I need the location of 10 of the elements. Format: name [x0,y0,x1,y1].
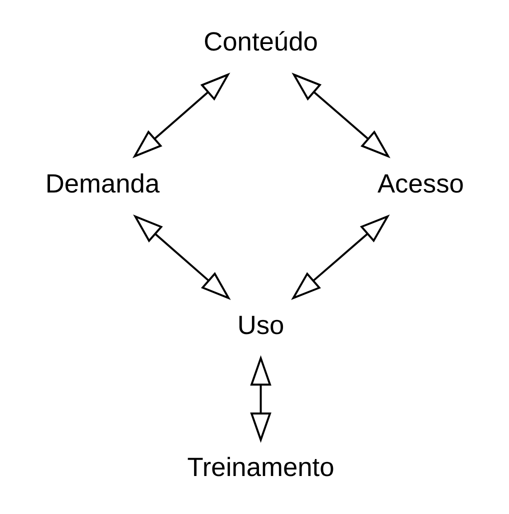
node-text: Uso [236,310,284,340]
node-text: Treinamento [186,452,334,482]
node-text: Acesso [376,168,464,198]
node-text: Conteúdo [203,26,318,57]
node-text: Demanda [44,168,160,198]
arrow [291,72,390,158]
arrow [132,72,230,158]
arrow [250,355,271,443]
arrow [132,214,230,300]
arrow [290,214,390,300]
